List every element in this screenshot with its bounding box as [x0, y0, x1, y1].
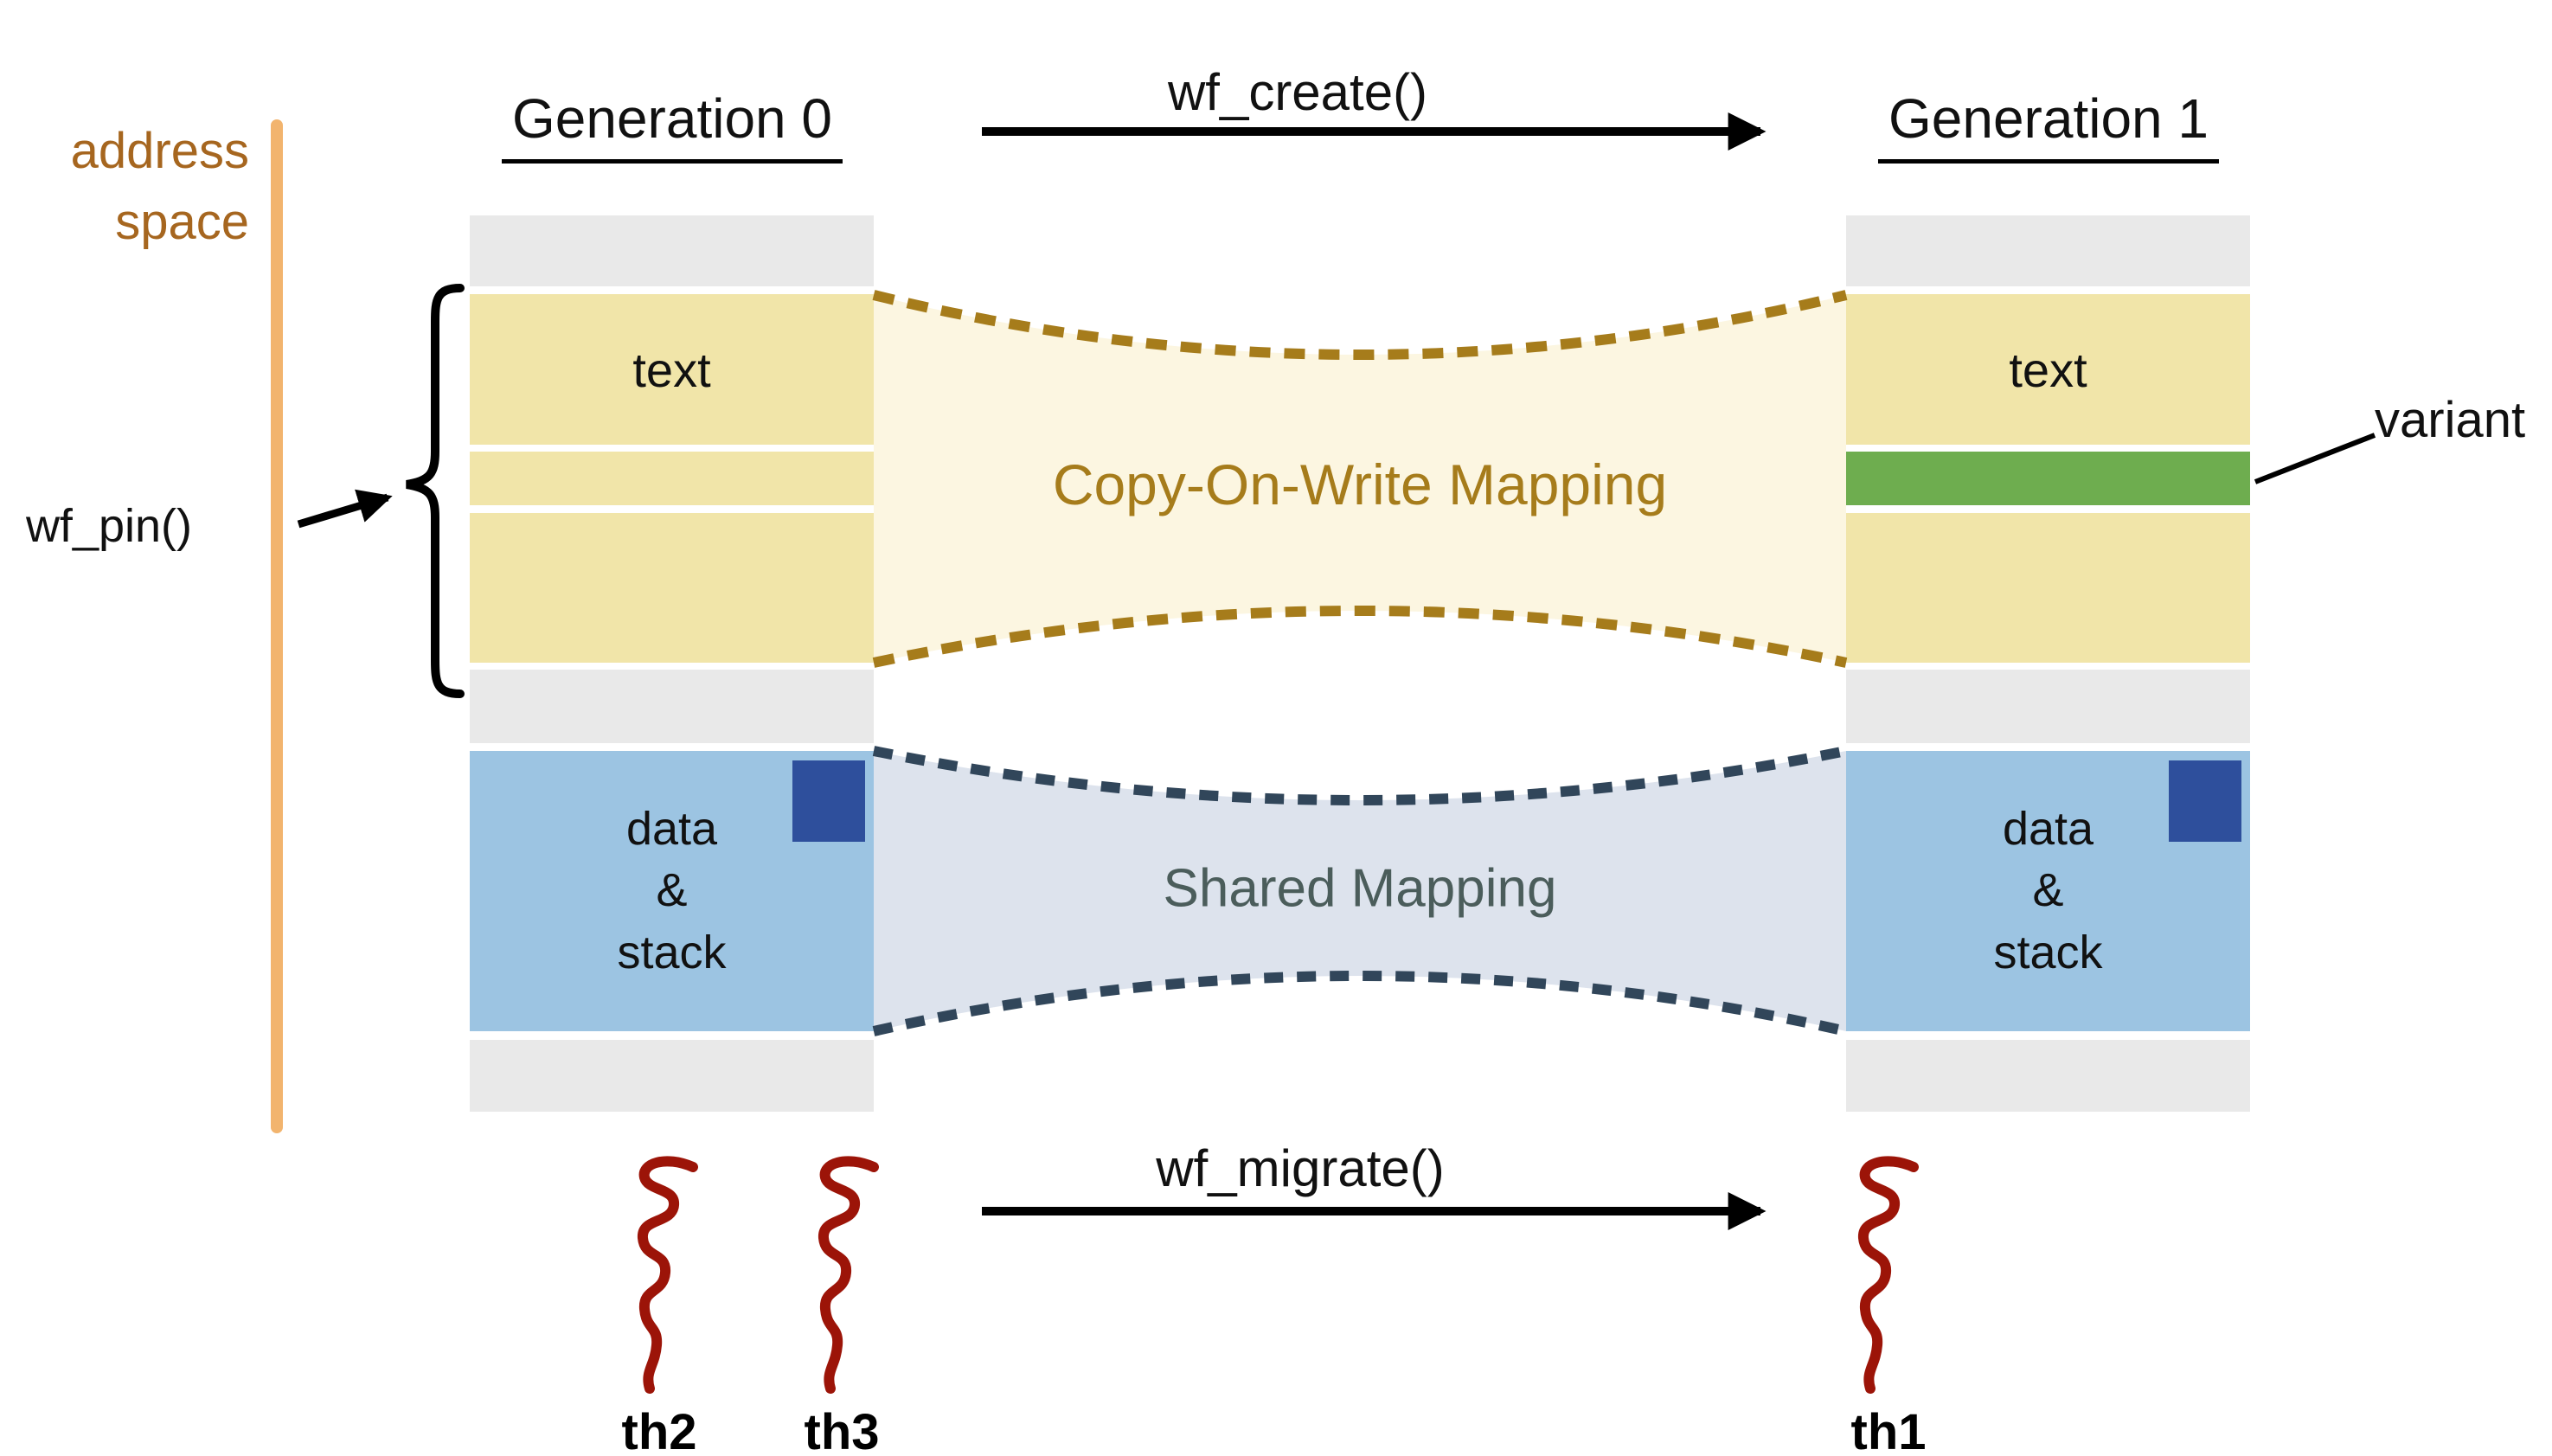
gen0-text-segment-lower — [470, 513, 874, 663]
gen1-text-segment-label: text — [2009, 342, 2087, 397]
gen0-reserved-segment-top — [470, 215, 874, 286]
gen1-reserved-segment-middle — [1846, 670, 2250, 743]
shared-mapping-region — [874, 751, 1846, 1031]
thread-th2-squiggle — [638, 1156, 698, 1394]
gen0-reserved-segment-bottom — [470, 1040, 874, 1112]
gen0-text-segment-label: text — [632, 342, 711, 397]
shared-mapping-top-dashed-curve — [872, 746, 1848, 805]
generation-0-title: Generation 0 — [501, 87, 843, 164]
wf-pin-arrow — [297, 489, 393, 529]
cow-mapping-top-dashed-curve — [872, 290, 1848, 360]
gen1-variant-segment — [1846, 452, 2250, 505]
generation-1-column: text data & stack — [1846, 215, 2250, 1112]
shared-mapping-label: Shared Mapping — [1163, 858, 1557, 919]
generation-0-column: text data & stack — [470, 215, 874, 1112]
gen0-text-segment: text — [470, 294, 874, 445]
gen0-variant-slot-segment — [470, 452, 874, 505]
thread-th3-squiggle — [818, 1156, 879, 1394]
wf-pin-label: wf_pin() — [25, 500, 192, 552]
gen0-pinned-page-square — [792, 760, 865, 842]
gen1-text-segment: text — [1846, 294, 2250, 445]
cow-mapping-label: Copy-On-Write Mapping — [1052, 452, 1668, 516]
thread-th1-squiggle — [1858, 1156, 1919, 1394]
gen0-reserved-segment-middle — [470, 670, 874, 743]
wf-create-label: wf_create() — [1167, 63, 1428, 121]
gen1-reserved-segment-top — [1846, 215, 2250, 286]
variant-label: variant — [2375, 392, 2526, 448]
thread-th2-label: th2 — [621, 1404, 697, 1456]
shared-mapping-bottom-dashed-curve — [872, 971, 1848, 1036]
gen0-data-stack-segment: data & stack — [470, 751, 874, 1031]
generation-1-title: Generation 1 — [1877, 87, 2220, 164]
gen1-text-segment-lower — [1846, 513, 2250, 663]
gen0-data-stack-label: data & stack — [617, 803, 727, 978]
gen1-data-stack-label: data & stack — [1993, 803, 2103, 978]
address-space-axis-line — [271, 119, 283, 1133]
gen1-data-stack-segment: data & stack — [1846, 751, 2250, 1031]
thread-th1-label: th1 — [1850, 1404, 1927, 1456]
cow-mapping-bottom-dashed-curve — [872, 606, 1848, 668]
cow-mapping-region — [874, 295, 1846, 663]
address-space-label: address space — [70, 123, 249, 251]
gen1-reserved-segment-bottom — [1846, 1040, 2250, 1112]
wf-migrate-label: wf_migrate() — [1156, 1139, 1445, 1197]
gen1-pinned-page-square — [2169, 760, 2241, 842]
thread-th3-label: th3 — [804, 1404, 880, 1456]
variant-leader-line — [2254, 433, 2376, 484]
pinned-region-brace — [406, 284, 465, 698]
